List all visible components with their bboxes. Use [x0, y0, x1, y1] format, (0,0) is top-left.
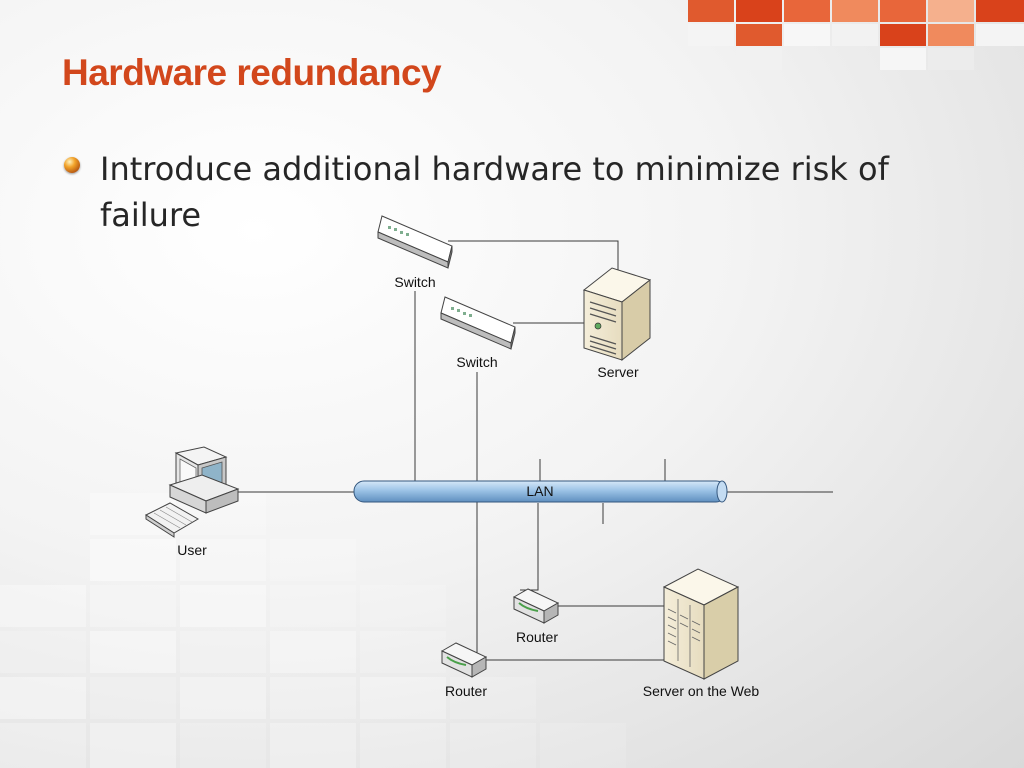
network-switch-icon: [377, 215, 453, 269]
accent-tiles: [688, 0, 1024, 70]
grey-tiles: [0, 493, 626, 768]
bullet-icon: [64, 157, 80, 173]
web-server-icon: [662, 568, 740, 680]
router-icon: [512, 588, 560, 624]
server-label: Server: [597, 364, 639, 380]
slide-title: Hardware redundancy: [62, 52, 442, 93]
lan-label: LAN: [526, 483, 553, 499]
router-icon: [440, 642, 488, 678]
web-server-label: Server on the Web: [643, 683, 760, 699]
router-2-label: Router: [445, 683, 487, 699]
lan-bus-cable: LAN: [353, 480, 728, 503]
tower-server-icon: [582, 267, 652, 362]
user-label: User: [177, 542, 207, 558]
switch-2-label: Switch: [456, 354, 497, 370]
switch-1-label: Switch: [394, 274, 435, 290]
bullet-text: Introduce additional hardware to minimiz…: [100, 150, 889, 234]
router-1-label: Router: [516, 629, 558, 645]
connection-lines: [205, 240, 833, 661]
network-switch-icon: [440, 296, 516, 350]
desktop-computer-icon: [144, 446, 240, 538]
